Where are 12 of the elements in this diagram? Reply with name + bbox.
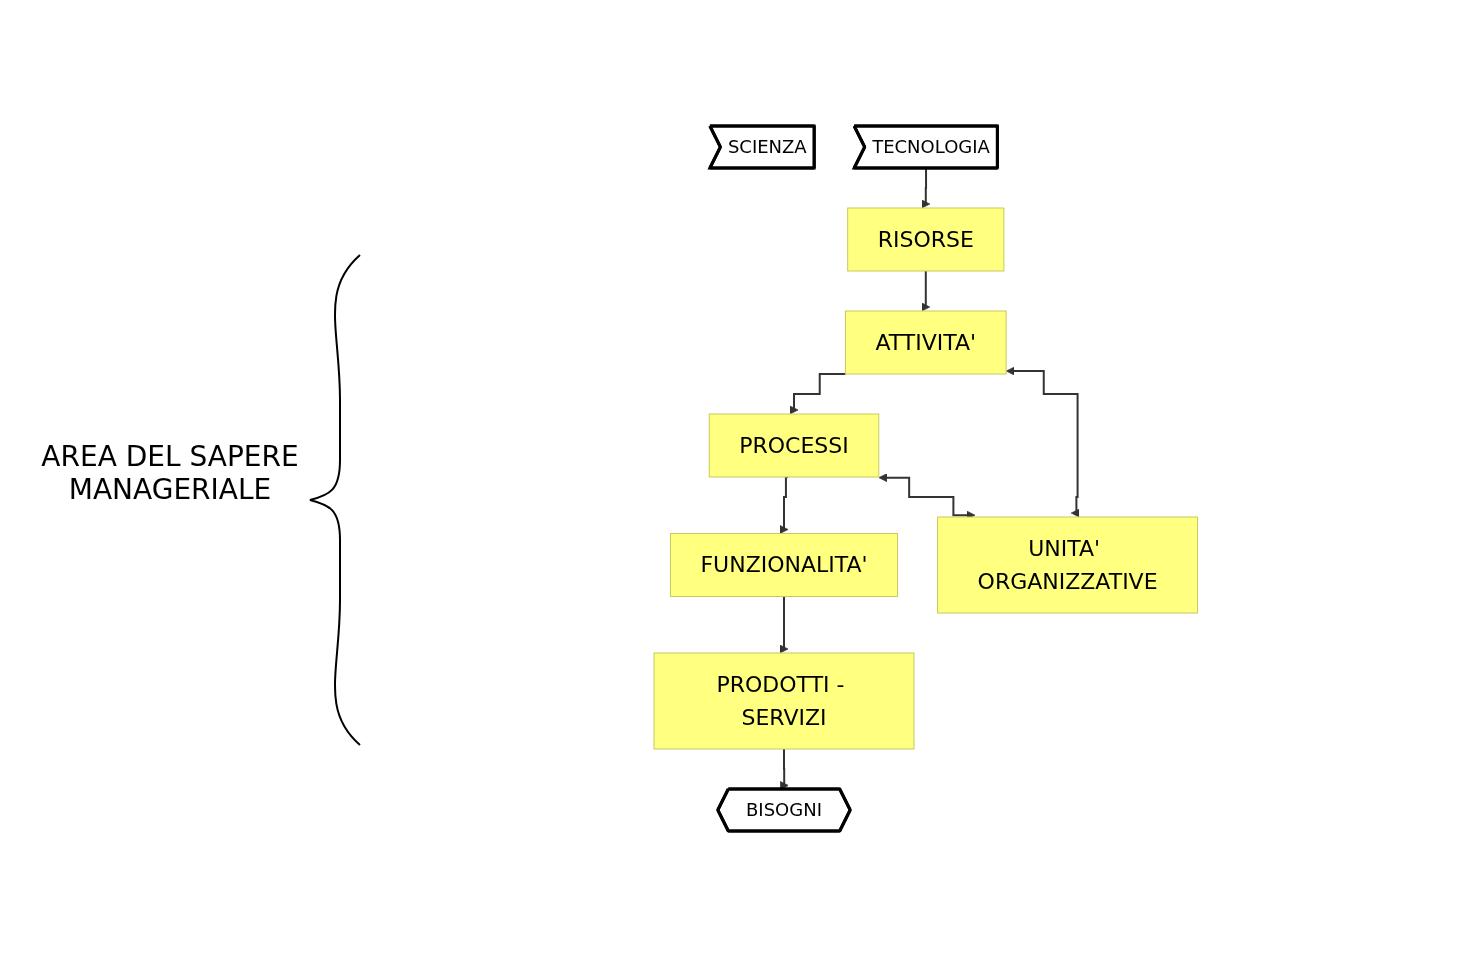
area-label: AREA DEL SAPERE MANAGERIALE [40, 440, 300, 506]
node-box: PROCESSI [708, 413, 879, 478]
arrow [1005, 366, 1080, 518]
node-box: FUNZIONALITA' [669, 533, 898, 597]
node-box: PRODOTTI - SERVIZI [653, 652, 915, 750]
node-box: RISORSE [846, 207, 1005, 272]
node-box: ATTIVITA' [844, 310, 1007, 375]
arrow [921, 270, 930, 312]
arrow [779, 476, 789, 534]
arrow [779, 595, 789, 654]
arrow [789, 372, 847, 415]
node-box: UNITA' ORGANIZZATIVE [936, 516, 1198, 614]
